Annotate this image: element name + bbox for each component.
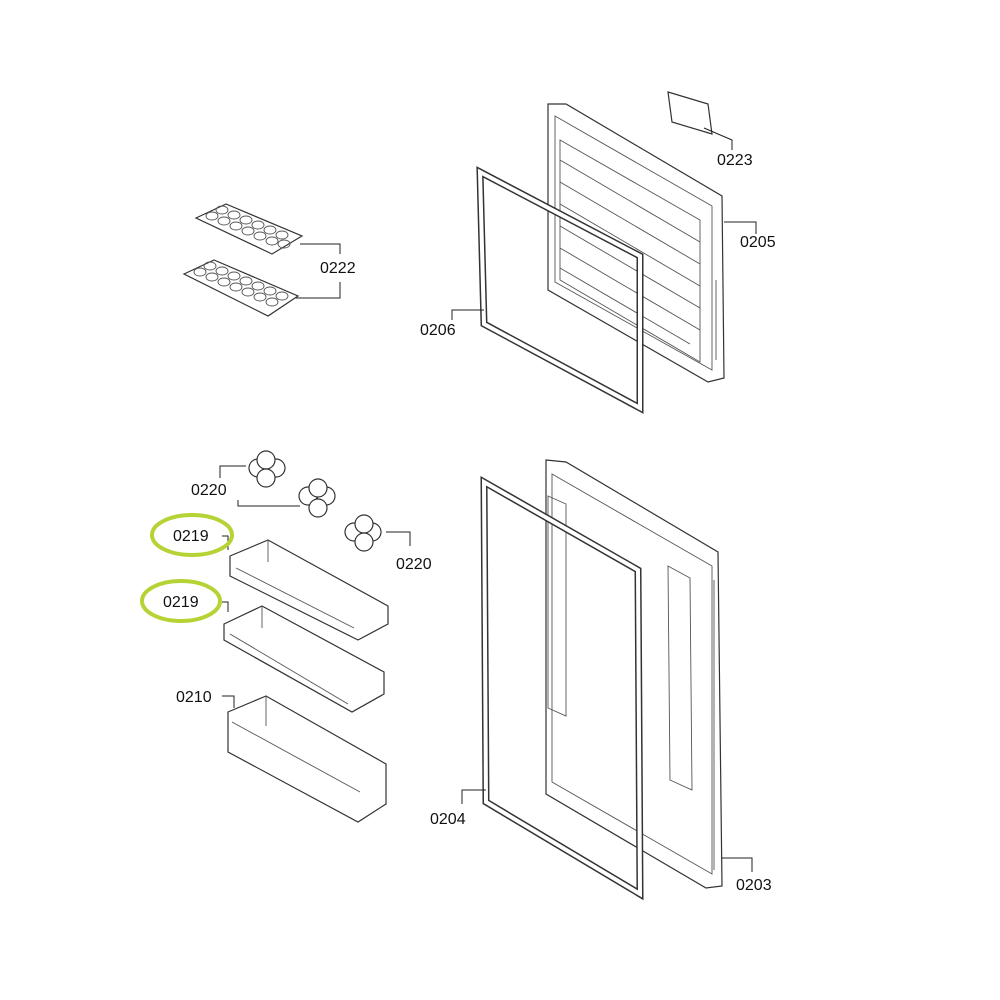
label-0219-upper: 0219 [173,528,209,545]
label-0205: 0205 [740,234,776,251]
part-0219-door-shelf-lower [222,601,385,713]
label-0206: 0206 [420,322,456,339]
label-0223: 0223 [717,152,753,169]
label-0203: 0203 [736,877,772,894]
part-0203-lower-door [545,459,753,889]
highlight-ring-0219-lower [140,579,222,623]
label-0210: 0210 [176,689,212,706]
label-0219-lower: 0219 [163,594,199,611]
part-0205-upper-door [547,103,757,383]
part-0204-lower-gasket [461,475,644,901]
part-0223-plate [667,91,733,150]
label-0220-top: 0220 [191,482,227,499]
label-0222: 0222 [320,260,356,277]
part-0210-bottle-shelf [222,695,387,823]
part-0222-egg-trays [182,203,341,317]
part-0206-upper-gasket [451,166,644,414]
part-0220-egg-holders [219,450,411,552]
label-0220-right: 0220 [396,556,432,573]
label-0204: 0204 [430,811,466,828]
highlight-ring-0219-upper [150,513,234,557]
part-0219-door-shelf-upper [222,535,389,641]
